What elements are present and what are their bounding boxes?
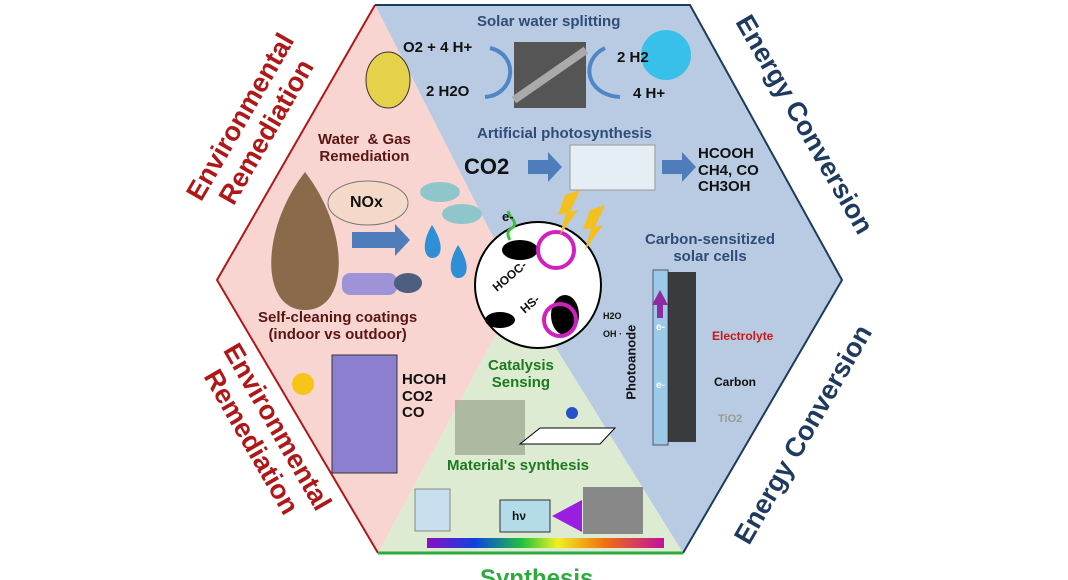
water-drop-icon: [450, 245, 467, 278]
output-hcooh: HCOOH: [698, 145, 754, 162]
graphene-sheet: [542, 302, 578, 338]
curved-arrow-right: [587, 46, 621, 99]
env-border: [215, 4, 379, 554]
solar-h2: 2 H2: [617, 49, 649, 66]
title-line: (indoor vs outdoor): [268, 325, 407, 343]
molecule-image: [455, 400, 525, 455]
title-line: Remediation: [319, 147, 410, 165]
nox-cloud: [327, 180, 409, 226]
tem-image: [583, 487, 643, 534]
building-icon: [331, 354, 398, 474]
car-icon: [342, 273, 397, 295]
title-line: solar cells: [673, 247, 747, 265]
photoanode-label: Photoanode: [623, 324, 639, 400]
beaker-image: [414, 488, 451, 532]
arrow-right: [352, 224, 410, 256]
title-line: Carbon-sensitized: [645, 231, 776, 248]
sun-icon: [292, 373, 314, 395]
nox-label: NOx: [350, 194, 383, 211]
sensor-chip: [518, 427, 617, 445]
cloud-icon: [442, 204, 482, 224]
lightning-icon: [583, 205, 605, 250]
curved-arrow-left: [484, 46, 513, 99]
light-source-box: [499, 499, 551, 533]
electrochemical-cell: [569, 144, 656, 191]
droplet-icon: [271, 172, 339, 310]
water-drop-icon: [424, 225, 441, 258]
up-arrow-icon: [652, 290, 668, 318]
solar-h-plus: 4 H+: [633, 85, 666, 102]
electron-label: e-: [656, 322, 665, 333]
graphene-sheet: [536, 230, 576, 270]
lightning-icon: [558, 190, 580, 235]
pollutant-list: HCOH CO2 CO: [402, 371, 447, 422]
electron-wave: [506, 210, 517, 241]
electron-label: e-: [502, 209, 514, 224]
energy-region: [375, 5, 842, 553]
cloud-icon: [420, 182, 460, 202]
output-ch3oh: CH3OH: [698, 178, 751, 195]
pollutant-hcoh: HCOH: [402, 371, 447, 388]
photosynthesis-title: Artificial photosynthesis: [477, 125, 653, 142]
ammonia-molecule: [566, 407, 578, 419]
photosynthesis-outputs: HCOOH CH4, CO CH3OH: [698, 145, 759, 196]
title-line: Self-cleaning coatings: [258, 309, 418, 326]
water-gas-title: Water & Gas Remediation: [318, 131, 411, 165]
pollutant-co: CO: [402, 404, 425, 421]
title-line: Sensing: [491, 373, 551, 391]
arrow-right: [528, 152, 562, 182]
self-cleaning-title: Self-cleaning coatings (indoor vs outdoo…: [258, 309, 418, 343]
carbon-layer: [668, 272, 696, 442]
spectrum-bar: [427, 538, 664, 548]
light-beam: [552, 500, 582, 532]
h2o-label: H2O: [603, 311, 622, 321]
dssc-title: Carbon-sensitized solar cells: [645, 231, 776, 265]
label-synthesis: Synthesis: [480, 565, 594, 580]
solar-h2o: 2 H2O: [426, 83, 470, 100]
solar-o2: O2 + 4 H+: [403, 39, 473, 56]
energy-border: [375, 4, 844, 554]
material-synthesis-title: Material's synthesis: [447, 457, 589, 474]
catalysis-title: Catalysis Sensing: [488, 357, 554, 391]
carbon-label: Carbon: [714, 375, 756, 389]
photosynthesis-co2: CO2: [464, 154, 510, 179]
title-line: Catalysis: [488, 357, 554, 374]
beaker-icon: [641, 30, 691, 80]
oh-label: OH ·: [603, 329, 622, 339]
electrolyte-label: Electrolyte: [712, 329, 774, 343]
arrow-right: [662, 152, 696, 182]
exhaust-smoke: [394, 273, 422, 293]
hv-label: hν: [512, 509, 527, 523]
pollutant-co2: CO2: [402, 387, 433, 405]
output-ch4-co: CH4, CO: [698, 161, 759, 179]
light-bulb-icon: [365, 51, 411, 109]
tio2-label: TiO2: [718, 413, 743, 425]
solar-title: Solar water splitting: [477, 13, 621, 30]
electron-label: e-: [656, 380, 665, 391]
title-line: Water & Gas: [318, 131, 411, 148]
